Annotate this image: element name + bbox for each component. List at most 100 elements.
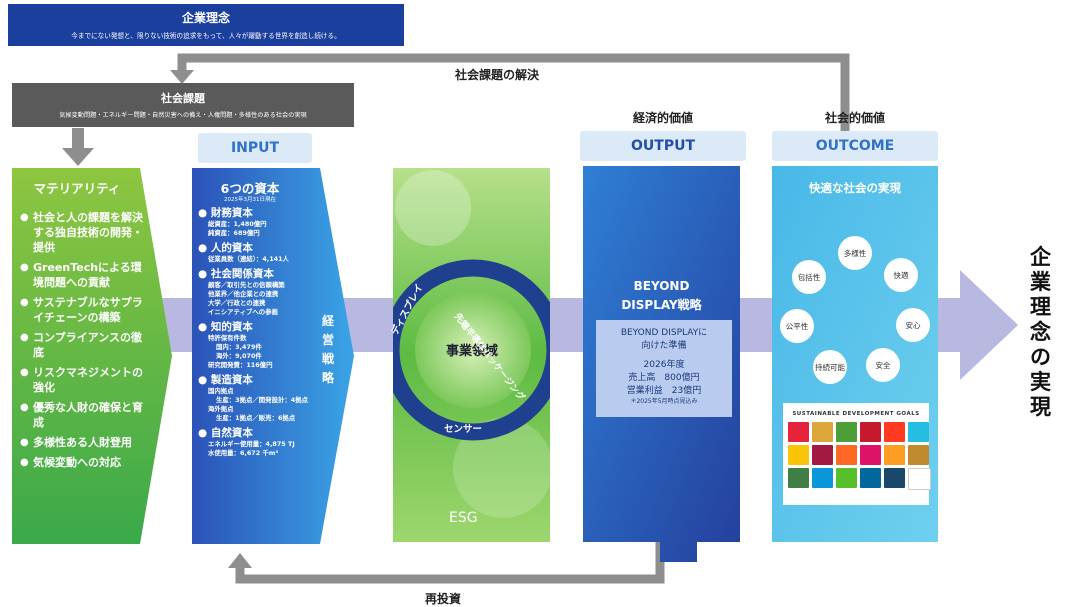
sdg-tile	[788, 468, 809, 488]
sdg-tile	[860, 422, 881, 442]
materiality-item: コンプライアンスの徹底	[20, 330, 150, 360]
capital-detail: 国内拠点	[208, 387, 234, 395]
capital-detail: 海外：9,070件	[216, 352, 262, 360]
philosophy-box: 企業理念 今までにない発想と、限りない技術の追求をもって、人々が躍動する世界を創…	[8, 4, 404, 46]
capital-name: 財務資本	[210, 207, 253, 219]
sdg-tile	[812, 445, 833, 465]
business-panel	[393, 168, 550, 542]
input-title: 6つの資本	[220, 181, 280, 196]
capital-human: ● 人的資本 従業員数（連結）：4,141人	[198, 242, 343, 264]
sdg-tile	[908, 422, 929, 442]
economic-value-label: 経済的価値	[632, 111, 693, 125]
sdg-tile	[812, 468, 833, 488]
social-issues-text: 気候変動問題・エネルギー問題・自然災害への備え・人権問題・多様性のある社会の実現	[59, 112, 307, 119]
materiality-item: 優秀な人財の確保と育成	[20, 400, 150, 430]
sdg-tile	[788, 445, 809, 465]
capital-name: 自然資本	[210, 427, 253, 439]
sdg-tile	[788, 422, 809, 442]
capital-manufactured: ● 製造資本 国内拠点 生産：3拠点／開発設計：4拠点 海外拠点 生産：1拠点／…	[198, 374, 343, 423]
materiality-item: サステナブルなサプライチェーンの構築	[20, 295, 150, 325]
outcome-tag: OUTCOME	[772, 131, 938, 161]
materiality-title: マテリアリティ	[33, 181, 121, 196]
capital-detail: 生産：3拠点／開発設計：4拠点	[216, 396, 308, 404]
value-node: 安全	[866, 348, 900, 382]
input-shape	[192, 168, 354, 544]
capital-detail: 特許保有件数	[208, 334, 247, 342]
value-node: 多様性	[838, 236, 872, 270]
capital-detail: イニシアティブへの参画	[208, 308, 278, 316]
target-line-2: 向けた準備	[641, 341, 687, 351]
sdg-tile	[860, 445, 881, 465]
capital-detail: 海外拠点	[208, 405, 234, 413]
output-tag: OUTPUT	[580, 131, 746, 161]
social-issues-title: 社会課題	[161, 92, 205, 105]
input-tag: INPUT	[198, 133, 312, 163]
capital-detail: 生産：1拠点／販売：6拠点	[216, 414, 296, 422]
sdg-tile	[884, 468, 905, 488]
output-target-box: BEYOND DISPLAYに 向けた準備 2026年度 売上高 800億円 営…	[596, 320, 732, 417]
materiality-list: 社会と人の課題を解決する独自技術の開発・提供 GreenTechによる環境問題へ…	[20, 210, 150, 475]
social-value-label: 社会的価値	[824, 111, 885, 125]
materiality-item: GreenTechによる環境問題への貢献	[20, 260, 150, 290]
sdg-tile	[836, 468, 857, 488]
value-node: 安心	[896, 308, 930, 342]
value-node: 快適	[884, 258, 918, 292]
philosophy-text: 今までにない発想と、限りない技術の追求をもって、人々が躍動する世界を創造し続ける…	[71, 32, 341, 40]
capital-name: 製造資本	[210, 374, 253, 386]
sdg-tile	[860, 468, 881, 488]
philosophy-title: 企業理念	[181, 11, 230, 25]
input-date: 2025年3月31日現在	[224, 197, 276, 203]
capital-detail: 水使用量：6,672 千m³	[208, 449, 279, 457]
esg-label: ESG	[449, 510, 478, 526]
business-center-label: 事業領域	[445, 344, 498, 359]
management-strategy-label: 経営戦略	[322, 314, 335, 385]
loop-bottom-label: 再投資	[425, 592, 462, 606]
sdg-tile	[908, 468, 931, 490]
ring-label-sensor: センサー	[444, 424, 483, 435]
materiality-item: リスクマネジメントの強化	[20, 365, 150, 395]
capitals-list: ● 財務資本 総資産：1,480億円 純資産：689億円 ● 人的資本 従業員数…	[198, 207, 343, 458]
social-issues-box: 社会課題 気候変動問題・エネルギー問題・自然災害への備え・人権問題・多様性のある…	[12, 83, 354, 127]
materiality-item: 社会と人の課題を解決する独自技術の開発・提供	[20, 210, 150, 255]
sdgs-grid	[788, 422, 931, 490]
capital-natural: ● 自然資本 エネルギー使用量：4,875 TJ 水使用量：6,672 千m³	[198, 427, 343, 458]
materiality-item: 多様性ある人財登用	[20, 435, 150, 450]
target-profit: 営業利益 23億円	[626, 386, 702, 396]
capital-detail: 国内：3,479件	[216, 343, 262, 351]
sdgs-logo: SUSTAINABLE DEVELOPMENT GOALS	[783, 403, 931, 505]
sdg-tile	[884, 422, 905, 442]
capital-detail: 研究開発費：116億円	[208, 361, 273, 369]
target-line-1: BEYOND DISPLAYに	[620, 328, 708, 338]
outcome-title: 快適な社会の実現	[809, 181, 901, 195]
value-node: 持続可能	[813, 350, 847, 384]
capital-detail: 顧客／取引先との信頼構築	[208, 281, 285, 289]
sdg-tile	[884, 445, 905, 465]
target-sales: 売上高 800億円	[628, 373, 700, 383]
sdg-tile	[836, 445, 857, 465]
sdg-tile	[812, 422, 833, 442]
value-node: 包括性	[792, 260, 826, 294]
capital-detail: 他業界／他企業との連携	[208, 290, 279, 298]
capital-financial: ● 財務資本 総資産：1,480億円 純資産：689億円	[198, 207, 343, 238]
target-year: 2026年度	[643, 360, 685, 370]
materiality-item: 気候変動への対応	[20, 455, 150, 470]
capital-name: 社会関係資本	[210, 268, 274, 280]
capital-detail: 純資産：689億円	[208, 229, 260, 237]
capital-social: ● 社会関係資本 顧客／取引先との信頼構築 他業界／他企業との連携 大学／行政と…	[198, 268, 343, 317]
capital-name: 人的資本	[210, 242, 253, 254]
output-strategy-title-1: BEYOND	[633, 279, 690, 293]
value-node: 公平性	[780, 309, 814, 343]
capital-detail: 総資産：1,480億円	[208, 220, 267, 228]
sdg-tile	[836, 422, 857, 442]
capital-detail: 大学／行政との連携	[208, 299, 266, 307]
vertical-goal-label: 企業理念の実現	[1030, 245, 1051, 419]
target-note: ＊2025年5月時点見込み	[630, 398, 698, 405]
sdgs-title: SUSTAINABLE DEVELOPMENT GOALS	[792, 411, 920, 417]
capital-detail: エネルギー使用量：4,875 TJ	[208, 440, 295, 448]
capital-name: 知的資本	[210, 321, 253, 333]
capital-detail: 従業員数（連結）：4,141人	[208, 255, 289, 263]
capital-intellectual: ● 知的資本 特許保有件数 国内：3,479件 海外：9,070件 研究開発費：…	[198, 321, 343, 370]
output-strategy-title-2: DISPLAY戦略	[621, 298, 702, 312]
loop-top-label: 社会課題の解決	[455, 68, 540, 82]
sdg-tile	[908, 445, 929, 465]
